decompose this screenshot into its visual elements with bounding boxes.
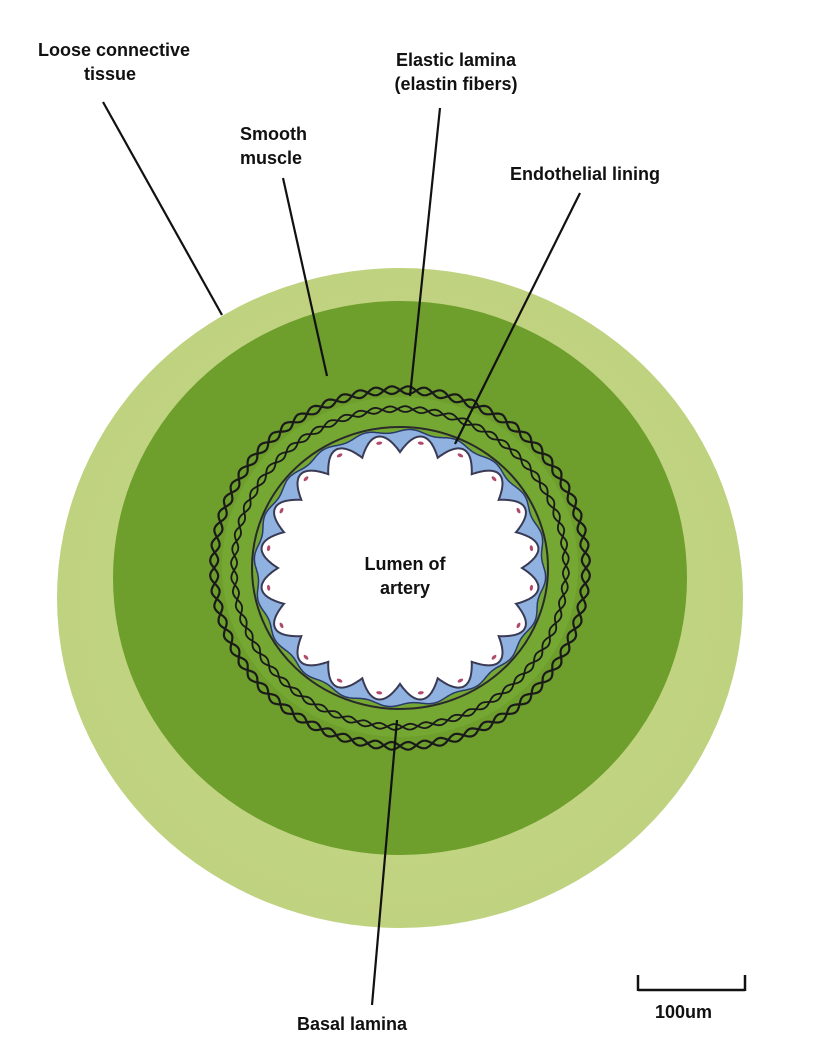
- leader-basal-lamina: [370, 719, 399, 1006]
- endothelial-nucleus: [336, 678, 343, 683]
- label-elastic-lamina: Elastic lamina (elastin fibers): [372, 48, 540, 96]
- label-basal-lamina: Basal lamina: [297, 1014, 408, 1034]
- elastic-lamina: [209, 385, 591, 751]
- endothelial-nucleus: [516, 507, 521, 514]
- basal-lamina-ring: [251, 426, 549, 710]
- endothelial-nucleus: [376, 691, 383, 695]
- label-scale-bar: 100um: [655, 1002, 713, 1022]
- endothelial-nucleus: [529, 584, 534, 591]
- leader-loose-connective-tissue: [102, 101, 223, 316]
- endothelial-nuclei: [266, 441, 534, 695]
- label-smooth-muscle: Smooth muscle: [240, 122, 307, 170]
- leader-smooth-muscle: [281, 177, 329, 377]
- label-lumen-line2: artery: [379, 578, 431, 598]
- label-loose-connective-tissue-line2: tissue: [84, 64, 137, 84]
- endothelial-nucleus: [417, 441, 424, 445]
- leader-lines: [102, 101, 581, 1006]
- label-endothelial-lining: Endothelial lining: [510, 164, 660, 184]
- endothelial-nucleus: [266, 584, 271, 591]
- endothelial-nucleus: [516, 622, 521, 629]
- label-elastic-lamina-line1: Elastic lamina: [395, 50, 517, 70]
- lumen-of-artery: [260, 435, 540, 701]
- endothelial-nucleus: [376, 441, 383, 445]
- endothelial-nucleus: [457, 453, 464, 458]
- label-smooth-muscle-line2: muscle: [240, 148, 303, 168]
- endothelial-nucleus: [266, 545, 271, 552]
- scale-bar: [636, 975, 747, 992]
- leader-endothelial-lining: [454, 192, 581, 445]
- label-elastic-lamina-line2: (elastin fibers): [394, 74, 518, 94]
- label-loose-connective-tissue: Loose connective tissue: [14, 38, 214, 86]
- endothelial-nucleus: [457, 678, 464, 683]
- endothelial-nucleus: [336, 453, 343, 458]
- label-smooth-muscle-line1: Smooth: [240, 124, 307, 144]
- leader-elastic-lamina: [408, 107, 442, 397]
- elastin-fiber-middle: [209, 385, 591, 751]
- endothelial-nucleus: [417, 691, 424, 695]
- endothelial-nucleus: [279, 622, 284, 629]
- endothelial-nucleus: [491, 476, 497, 482]
- endothelial-nucleus: [303, 476, 309, 482]
- endothelial-nucleus: [491, 654, 497, 660]
- label-loose-connective-tissue-line1: Loose connective: [37, 40, 191, 60]
- label-lumen-of-artery: Lumen of artery: [340, 552, 470, 600]
- label-lumen-line1: Lumen of: [364, 554, 446, 574]
- elastin-fiber-inner: [230, 405, 570, 731]
- elastin-fiber-innermost: [230, 405, 570, 731]
- endothelial-nucleus: [529, 545, 534, 552]
- endothelial-nucleus: [303, 654, 309, 660]
- endothelial-nucleus: [279, 507, 284, 514]
